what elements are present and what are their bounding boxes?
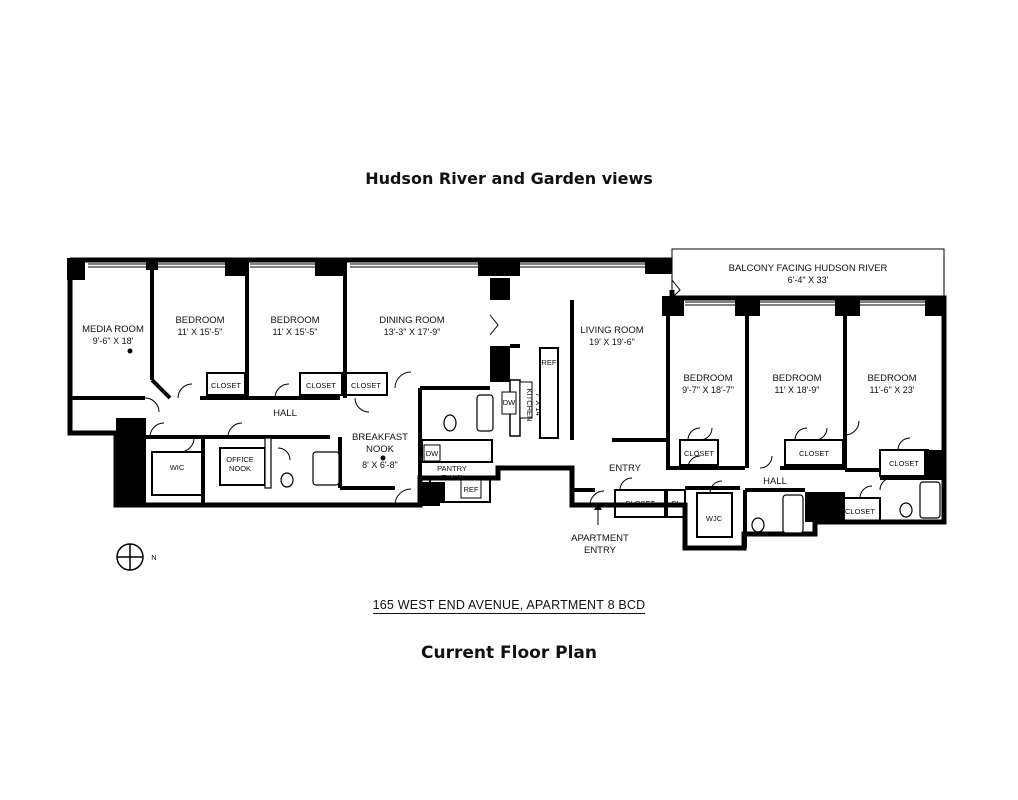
ref-label-pantry: REF <box>464 485 479 494</box>
door-swings <box>144 279 911 506</box>
room-name-bedroom4: BEDROOM <box>772 373 821 384</box>
room-name-kitchen: KITCHEN <box>525 389 534 422</box>
kitchen-label-group: KITCHEN 7' X 14' <box>525 389 543 422</box>
closet-label: CLOSET <box>625 499 655 508</box>
closet-label: CLOSET <box>845 507 875 516</box>
closet-label: CLOSET <box>211 381 241 390</box>
closet-label: CLOSET <box>351 381 381 390</box>
exterior-wall <box>67 257 947 551</box>
plan-top-heading: Hudson River and Garden views <box>365 169 653 188</box>
room-dims-bedroom5: 11'-6" X 23' <box>870 385 915 395</box>
compass-label: N <box>151 553 156 562</box>
room-name-bedroom3: BEDROOM <box>683 373 732 384</box>
outlet-marker <box>127 348 133 354</box>
cl-label: CL <box>671 499 681 508</box>
room-dims-bedroom4: 11' X 18'-9" <box>775 385 820 395</box>
room-name-bedroom5: BEDROOM <box>867 373 916 384</box>
room-dims-kitchen: 7' X 14' <box>534 393 543 418</box>
kitchen-fixtures <box>423 347 559 502</box>
room-dims-pantry: 7' X 9' <box>442 473 463 482</box>
room-name-media: MEDIA ROOM <box>82 324 144 335</box>
room-name-dining: DINING ROOM <box>379 315 445 326</box>
room-name-pantry: PANTRY <box>437 464 467 473</box>
room-name-office-2: NOOK <box>229 464 251 473</box>
room-name-breakfast-2: NOOK <box>366 444 395 455</box>
room-name-breakfast-1: BREAKFAST <box>352 432 408 443</box>
apartment-entry-label-1: APARTMENT <box>571 533 629 544</box>
closet-label: CLOSET <box>799 449 829 458</box>
balcony-name: BALCONY FACING HUDSON RIVER <box>729 263 888 274</box>
outlet-marker <box>380 455 386 461</box>
room-name-living: LIVING ROOM <box>580 325 643 336</box>
room-dims-bedroom1: 11' X 15'-5" <box>178 327 223 337</box>
closet-label: CLOSET <box>306 381 336 390</box>
room-dims-breakfast: 8' X 6'-8" <box>362 460 398 470</box>
room-dims-bedroom3: 9'-7" X 18'-7" <box>682 385 734 395</box>
entry-label: ENTRY <box>609 463 642 474</box>
entry-arrow <box>594 503 602 525</box>
address-text: 165 WEST END AVENUE, APARTMENT 8 BCD <box>372 598 646 614</box>
wic-label: WIC <box>170 463 185 472</box>
wjc-label: WJC <box>706 514 723 523</box>
closet-label: CLOSET <box>684 449 714 458</box>
plan-bottom-heading: Current Floor Plan <box>421 643 597 663</box>
balcony-dims: 6'-4" X 33' <box>788 275 829 285</box>
window-strips <box>88 263 925 306</box>
ref-label-kitchen: REF <box>542 358 557 367</box>
bathroom-fixtures <box>264 394 941 534</box>
room-dims-dining: 13'-3" X 17'-9" <box>384 327 441 337</box>
hall-label-west: HALL <box>273 408 297 419</box>
hall-label-east: HALL <box>763 476 787 487</box>
closet-outlines <box>151 372 929 538</box>
interior-walls <box>70 260 944 548</box>
closet-label: CLOSET <box>889 459 919 468</box>
apartment-entry-label-2: ENTRY <box>584 545 617 556</box>
room-name-bedroom2: BEDROOM <box>270 315 319 326</box>
compass-icon: N <box>116 543 157 571</box>
room-name-office-1: OFFICE <box>226 455 254 464</box>
room-dims-living: 19' X 19'-6" <box>589 337 635 347</box>
dw-label-pantry: DW <box>426 449 439 458</box>
dw-label-kitchen: DW <box>503 398 516 407</box>
room-dims-bedroom2: 11' X 15'-5" <box>273 327 318 337</box>
room-name-bedroom1: BEDROOM <box>175 315 224 326</box>
room-dims-media: 9'-6" X 18' <box>93 336 134 346</box>
address-line: 165 WEST END AVENUE, APARTMENT 8 BCD <box>0 598 1018 614</box>
